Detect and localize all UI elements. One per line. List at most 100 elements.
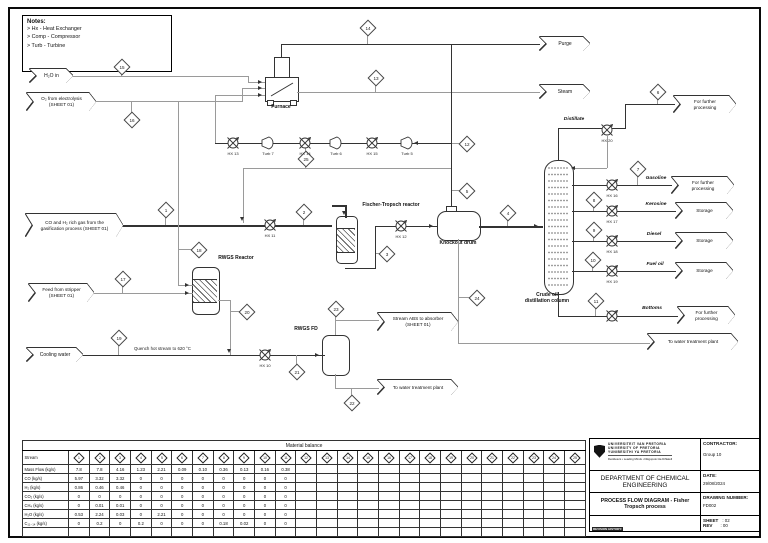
stream-column-header: 10 [254,450,276,465]
ft-reactor-label: Fischer-Tropsch reactor [362,202,420,208]
university-line: UNIVERSITEIT VAN PRETORIA [608,442,667,446]
heat-exchanger-icon [604,233,620,254]
stream-number: 12 [464,141,470,147]
stream-tag: 19 [110,329,128,347]
table-cell [481,500,504,510]
table-cell [295,500,318,510]
pipe-line [131,101,132,113]
unit-label: Turb 5 [401,151,413,156]
pipe-line [335,388,379,389]
table-cell: 0.2 [130,518,152,528]
pipe-line [122,225,332,227]
stream-number: 2 [302,209,306,215]
empty-cell [130,527,152,537]
stream-column-header: 25 [564,450,587,465]
table-cell [398,518,421,528]
inlet-stream-flag-label: CO and H₂ rich gas from the gasification… [26,214,123,237]
flow-arrow [571,166,575,170]
pipe-line [625,104,627,129]
table-cell [378,518,400,528]
table-cell [460,518,483,528]
empty-cell [543,527,566,537]
table-cell [336,464,359,474]
table-cell [336,509,359,519]
table-cell [316,464,338,474]
empty-cell [109,527,132,537]
table-cell [316,473,338,483]
stream-number: 23 [333,306,339,312]
outlet-stream-flag: For further processing [674,96,736,113]
stream-column-header: 24 [543,450,566,465]
table-cell: 0 [192,509,214,519]
table-cell: 0.13 [233,464,256,474]
inlet-stream-flag-label: H₂O in [30,69,73,83]
contractor-label: CONTRACTOR: [703,441,738,446]
pipe-line [558,316,678,318]
empty-cell [68,527,90,537]
stream-column-header: 7 [192,450,214,465]
stream-column-header: 19 [440,450,462,465]
table-cell [543,491,566,501]
bottoms-label: Bottoms [642,306,662,311]
table-cell: 0 [150,518,173,528]
table-cell: 3.32 [109,473,132,483]
stream-tag: 22 [343,394,361,412]
table-cell [316,500,338,510]
knockout-drum [437,211,481,241]
university-line: UNIVERSITY OF PRETORIA [608,446,660,450]
flow-arrow [414,141,418,145]
outlet-stream-flag: Storage [676,263,733,279]
table-cell: 0 [150,500,173,510]
stream-column-header: 11 [274,450,297,465]
row-header: CO (kg/s) [22,473,69,483]
table-cell: 0 [130,500,152,510]
pipe-line [458,343,650,344]
table-cell [378,500,400,510]
stream-number: 6 [656,89,660,95]
table-cell [357,473,380,483]
heat-exchanger-icon [604,203,620,224]
table-cell [398,500,421,510]
stream-number: 5 [465,188,469,194]
empty-cell [233,527,256,537]
table-cell: 0 [150,482,173,492]
outlet-stream-flag-label: Storage [676,263,733,279]
stream-column-header: 3 [109,450,132,465]
table-cell: 0 [274,509,297,519]
table-cell [564,482,587,492]
stream-number: 15 [119,64,125,70]
table-cell [502,500,524,510]
turbine-icon [328,135,342,156]
table-cell [419,491,442,501]
stream-column-header: 17 [398,450,421,465]
stream-tag: 5 [458,182,476,200]
pipe-line [367,33,368,44]
pipe-line [332,205,345,207]
stream-number: 9 [592,227,596,233]
stream-number: 24 [474,295,480,301]
stream-tag: 10 [584,251,602,269]
stream-number: 8 [592,197,596,203]
table-cell [460,482,483,492]
stream-tag: 16 [123,111,141,129]
pipe-line [572,211,676,213]
table-cell [564,491,587,501]
kerosine-label: Kerosine [645,202,667,207]
pipe-line [451,44,453,207]
outlet-stream-flag: Stream ABS to absorber (SHEET 01) [378,313,458,331]
rwgs-fd-vessel [322,335,350,376]
table-cell [481,482,504,492]
table-cell [378,482,400,492]
pipe-line [625,104,675,106]
column-header: Stream [22,450,69,465]
pipe-line [451,190,460,191]
table-cell: 7.8 [68,464,90,474]
date-label: DATE: [703,473,717,478]
table-cell: 0.86 [68,482,90,492]
pipe-line [637,174,638,185]
gasoline-label: Gasoline [645,176,667,181]
table-cell: 0 [150,491,173,501]
outlet-stream-flag-label: Stream ABS to absorber (SHEET 01) [378,313,458,331]
empty-cell [336,527,359,537]
